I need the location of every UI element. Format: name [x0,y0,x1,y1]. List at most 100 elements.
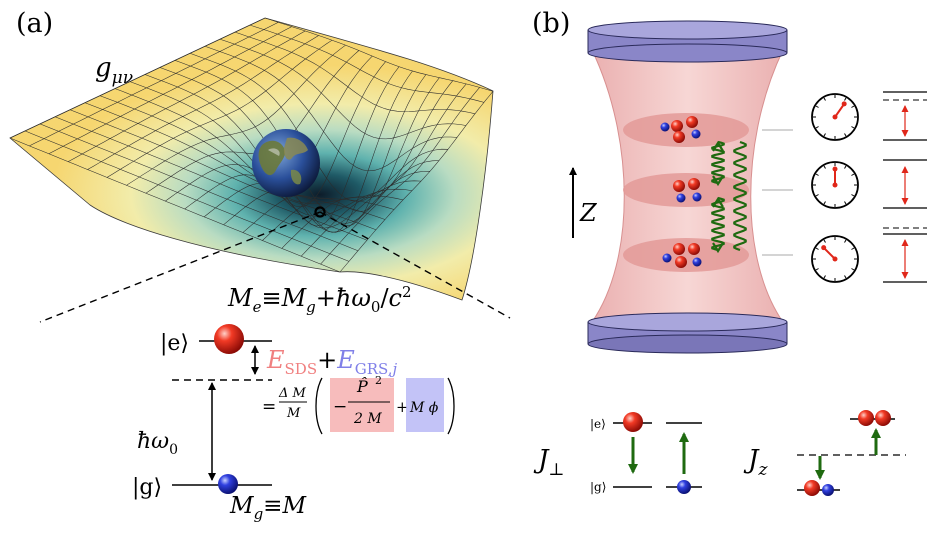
grid-line-u [84,102,386,220]
j-perp-label: J⊥ [533,445,564,480]
atom-cloud-1 [623,113,749,147]
grid-line-v [145,50,360,194]
photon-line-2 [733,140,747,252]
grid-line-u [204,46,458,172]
grid-line-u [9,137,341,273]
clock-tick [823,275,826,279]
grid-line-u [39,123,359,251]
excited-atom-1-1 [671,120,683,132]
jperp-excited-atom [623,412,643,432]
clock-hand-tip-3 [821,245,827,251]
excited-atom-3-1 [673,243,685,255]
clock-tick [823,133,826,137]
grid-line-v [203,66,400,227]
clock-hand-1 [834,103,845,118]
jz-lower-red-atom [804,480,820,496]
atom-cloud-2 [623,173,749,207]
clock-tick [815,105,819,108]
svg-text:P̂: P̂ [356,377,368,396]
clock-tick [844,165,847,169]
jperp-ground-atom [677,480,691,494]
clock-tick [851,194,855,197]
ket-g-label: |g⟩ [132,475,162,500]
grs-highlight-box [406,378,444,432]
jz-upper-red-atom-1 [858,410,874,426]
jperp-ket-g: |g⟩ [590,480,606,494]
svg-text:Δ M: Δ M [278,386,307,401]
panel-a-label: (a) [16,8,53,39]
photon-exchange [711,140,747,254]
hbar-omega0-label: ħω0 [137,429,178,458]
grid-line-v [301,83,467,257]
grid-line-v [87,35,319,170]
level-diagram-2 [883,159,927,209]
clock-tick [815,173,819,176]
photon-arrowhead-2 [712,175,724,187]
svg-text:2 M: 2 M [353,411,382,427]
clock-tick [823,201,826,205]
svg-text:+: + [396,398,409,416]
ket-e-label: |e⟩ [160,331,189,356]
shift-formula: = Δ M M − P̂ 2 2 M + M ϕ [262,374,455,435]
spacetime-surface [9,17,494,301]
grid-line-u [219,38,467,140]
jz-lower-blue-atom [822,484,834,496]
clock-tick [844,239,847,243]
excited-atom-2-2 [688,178,700,190]
atom-marker [314,206,326,218]
clock-tick [844,201,847,205]
clock-center-1 [832,114,838,120]
grid-line-u [24,130,350,262]
grid-line-v [262,77,440,241]
jz-upper-red-atom-2 [875,410,891,426]
top-mirror [587,20,788,63]
clock-hand-3 [822,246,836,260]
grid-line-v [320,87,480,265]
zoom-line-right [319,211,511,319]
clock-tick [815,268,819,271]
grid-line-u [264,17,494,92]
clock-center-3 [832,256,838,262]
svg-text:M: M [286,406,301,421]
clocks-column [811,91,927,283]
atom-clouds [623,113,793,272]
clock-tick [851,268,855,271]
level-diagram-3 [883,227,927,283]
grid-line-u [99,95,395,210]
photon-arrowhead-3 [712,196,724,208]
excited-atom-2-1 [673,180,685,192]
clock-tick [844,275,847,279]
grid-line-v [68,30,306,162]
surface-grid [9,17,494,273]
grid-line-u [234,31,476,115]
excited-atom-3-2 [688,243,700,255]
clock-tick [851,126,855,129]
clock-tick [823,165,826,169]
bottom-mirror [587,312,788,354]
grid-line-v [339,91,494,273]
excited-atom-1-3 [673,131,685,143]
clock-hand-tip-2 [832,166,838,172]
clock-tick [851,173,855,176]
grid-line-v [281,80,454,249]
clock-tick [844,133,847,137]
clock-tick [844,97,847,101]
clock-tick [823,97,826,101]
clock-center-2 [832,182,838,188]
ground-mass-label: Mg≡M [229,493,307,523]
grid-line-v [106,39,333,178]
excited-atom-1-2 [686,116,698,128]
photon-arrowhead-1 [712,140,724,152]
earth-icon [252,129,320,197]
grid-line-v [48,26,292,155]
svg-text:=: = [262,397,276,417]
clock-tick [823,239,826,243]
zoom-line-left [39,211,321,323]
grid-line-v [9,17,266,139]
ground-atom-1-4 [691,129,701,139]
level-diagram-1 [883,91,927,141]
panel-b-label: (b) [532,8,570,39]
ground-atom-2-3 [676,193,686,203]
excited-mass-label: Me≡Mg+ħω0/c2 [227,283,412,316]
